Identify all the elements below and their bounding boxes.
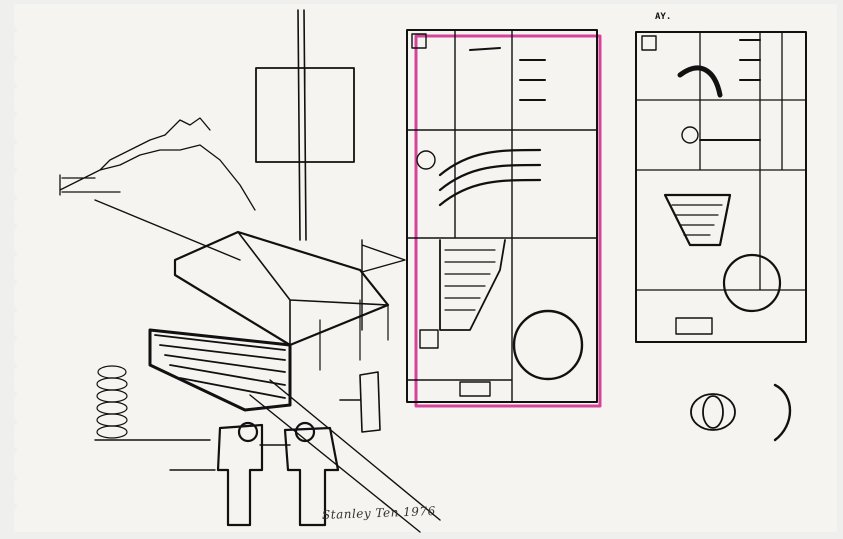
floor-plan-right bbox=[635, 31, 807, 343]
binder-holes bbox=[11, 27, 17, 509]
standing-figure bbox=[339, 371, 381, 433]
figure-group bbox=[169, 421, 340, 527]
stacked-discs bbox=[94, 365, 211, 441]
diagonal-road bbox=[94, 199, 441, 533]
flag bbox=[361, 239, 406, 331]
pavilion bbox=[148, 230, 390, 412]
hillside-lines bbox=[59, 117, 256, 211]
paper bbox=[14, 4, 837, 532]
detail-sketches bbox=[690, 383, 792, 442]
dotted-panel bbox=[255, 67, 355, 163]
floor-plan-left bbox=[406, 29, 602, 408]
plan-label: AY. bbox=[655, 12, 672, 22]
